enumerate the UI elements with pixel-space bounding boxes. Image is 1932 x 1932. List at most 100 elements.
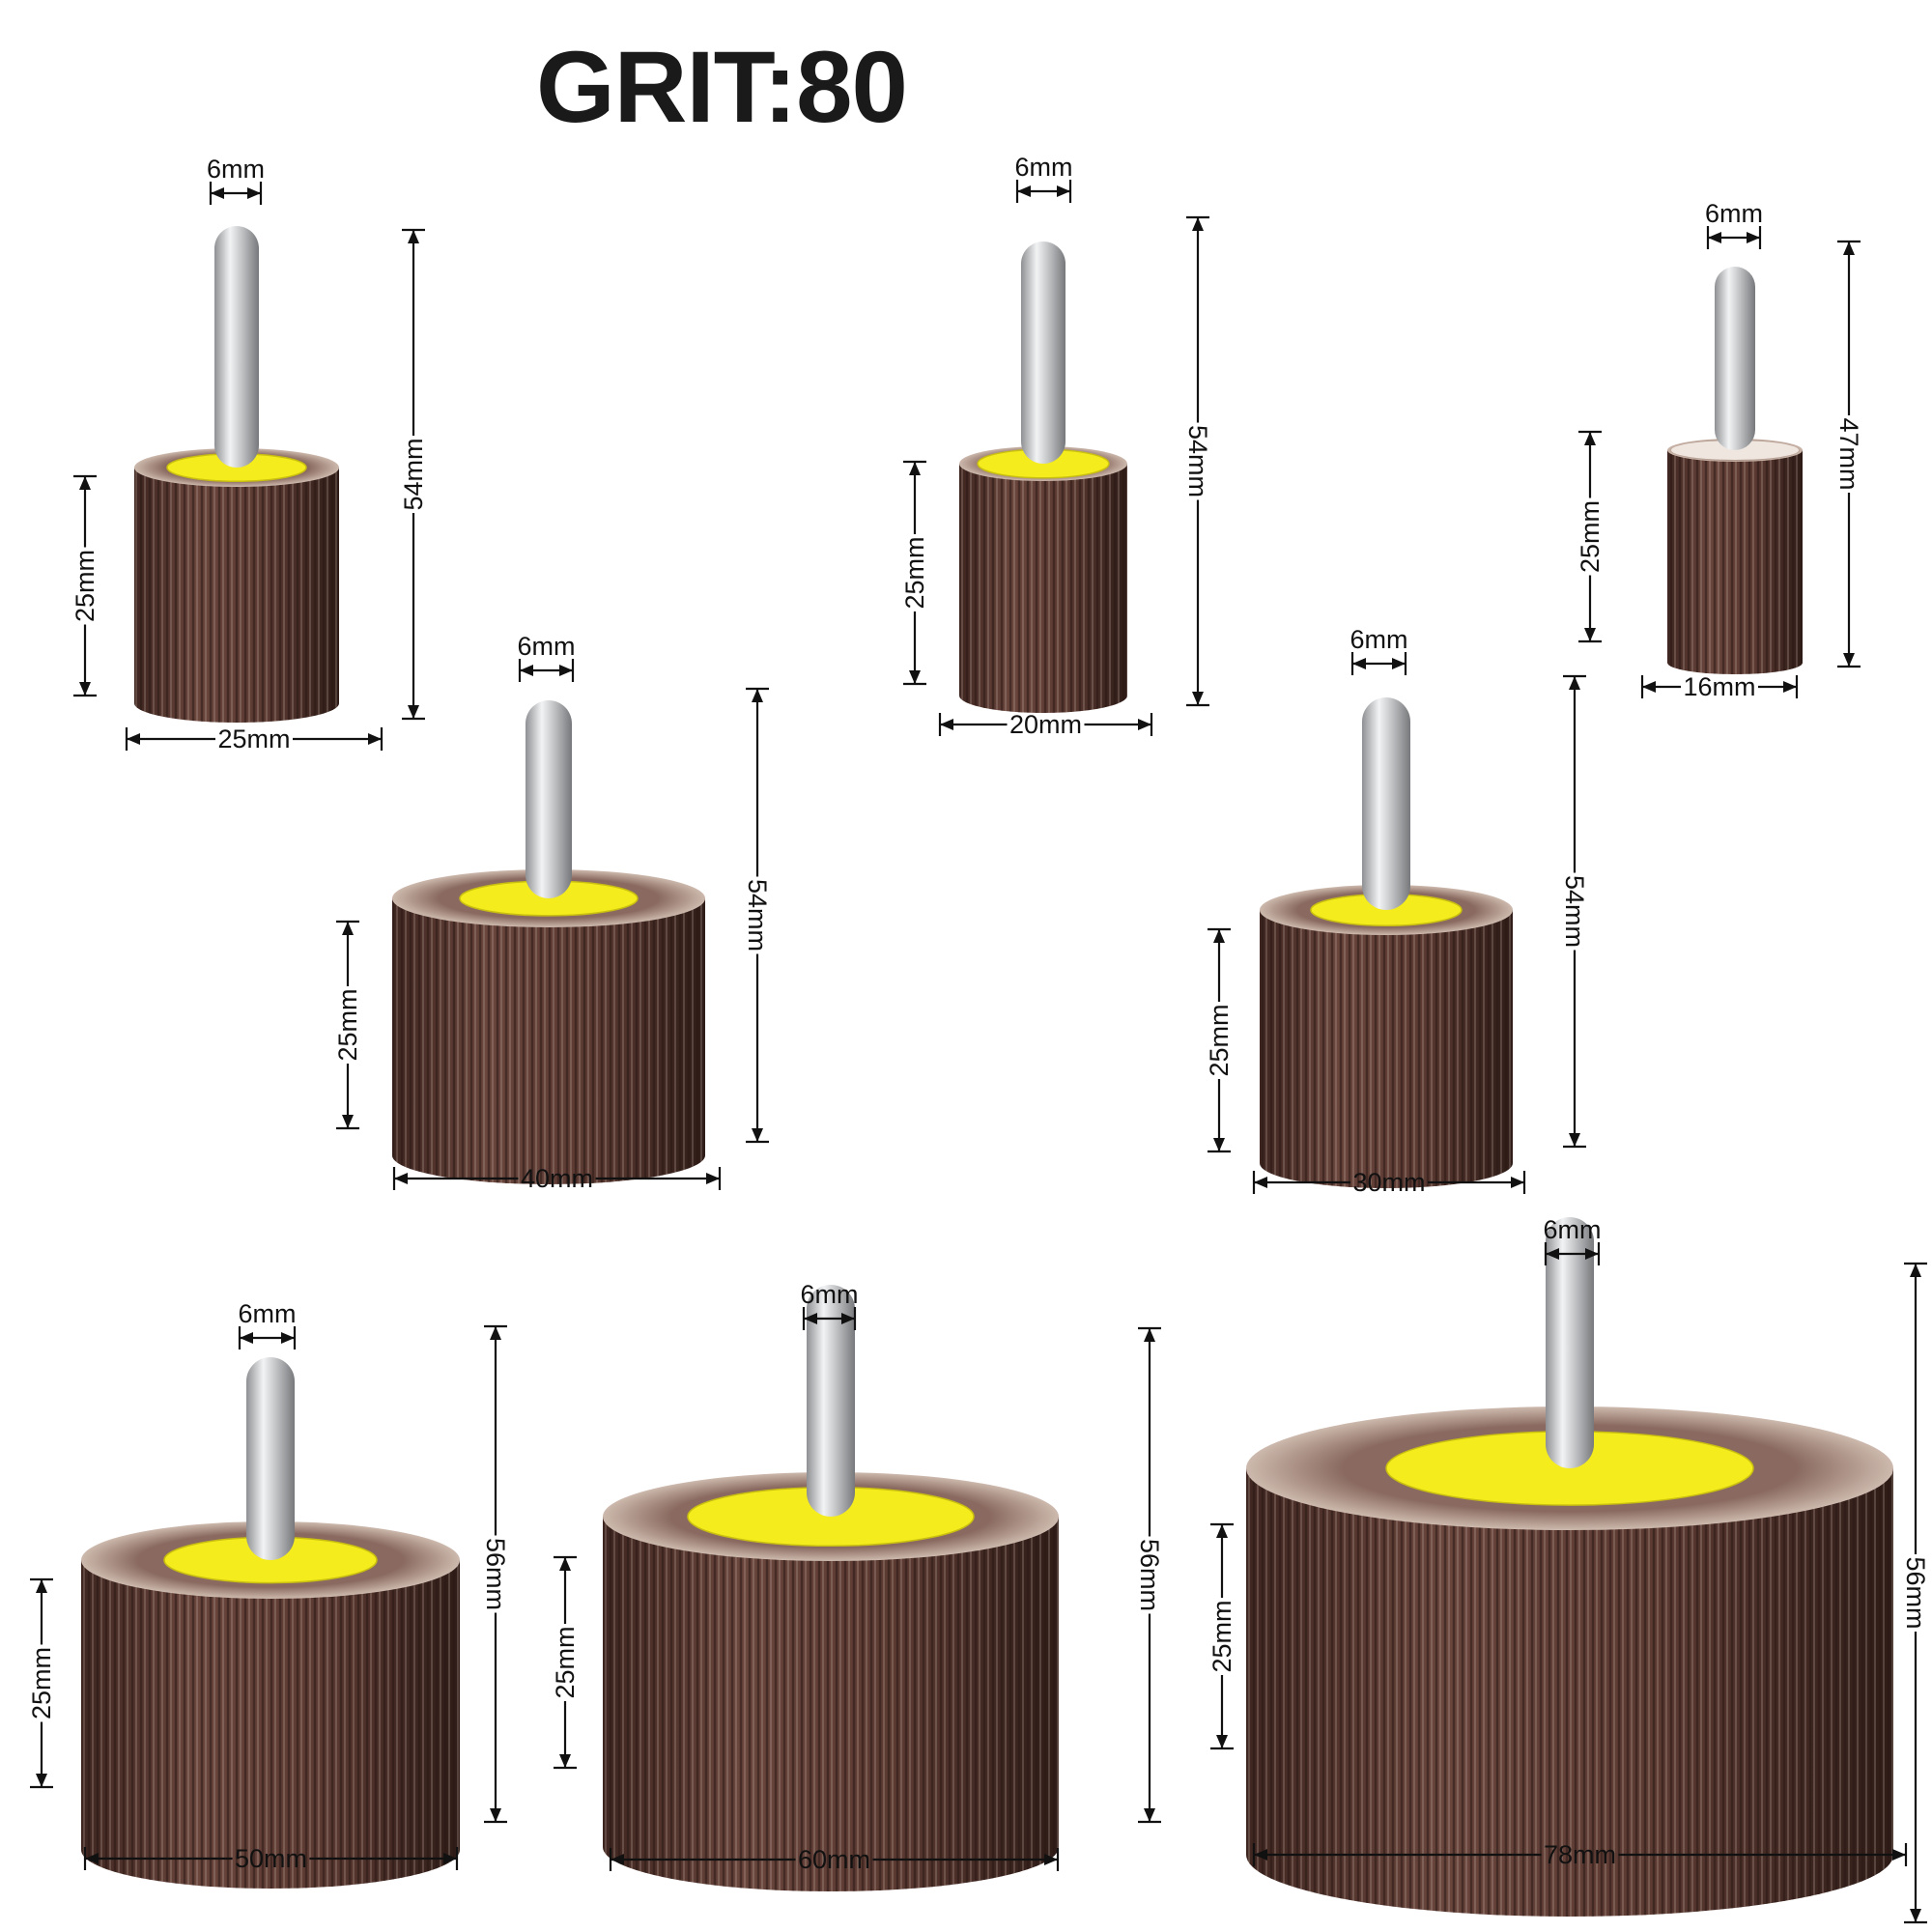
flap-wheel-50x25 — [81, 1357, 460, 1889]
diameter-dim-50x25: 50mm — [83, 1844, 459, 1873]
length-dim-50x25: 56mm — [481, 1324, 510, 1824]
dim-arrow — [1642, 681, 1656, 693]
dim-label: 78mm — [1544, 1840, 1616, 1869]
shaft-dim-40x25: 6mm — [518, 632, 576, 682]
dim-label: 6mm — [518, 632, 576, 661]
dim-arrow — [36, 1774, 47, 1787]
dim-arrow — [1254, 1177, 1267, 1188]
dim-label: 25mm — [1208, 1600, 1236, 1672]
shaft-dim-78x25: 6mm — [1544, 1215, 1602, 1265]
abrasive-flaps — [959, 464, 1127, 713]
dim-label: 6mm — [207, 155, 265, 184]
dim-arrow — [1584, 628, 1596, 641]
dim-arrow — [342, 1115, 354, 1128]
height-dim-50x25: 25mm — [27, 1577, 56, 1789]
dim-label: 6mm — [239, 1299, 297, 1328]
dim-arrow — [1584, 432, 1596, 445]
dim-arrow — [706, 1173, 720, 1184]
dim-arrow — [752, 1128, 763, 1142]
flap-wheel-30x25 — [1260, 697, 1513, 1188]
dim-arrow — [1910, 1264, 1921, 1277]
diameter-dim-40x25: 40mm — [392, 1164, 722, 1193]
dim-arrow — [1216, 1524, 1228, 1538]
dim-arrow — [211, 187, 224, 199]
dim-arrow — [1044, 1854, 1058, 1865]
dim-arrow — [611, 1854, 624, 1865]
dim-arrow — [1747, 232, 1760, 243]
dim-label: 54mm — [1560, 875, 1589, 948]
length-dim-25x25: 54mm — [399, 228, 428, 721]
dim-label: 47mm — [1834, 417, 1863, 490]
shaft — [807, 1285, 855, 1517]
length-dim-78x25: 56mm — [1901, 1262, 1930, 1924]
shaft-dim-16x25: 6mm — [1705, 199, 1763, 249]
shaft — [246, 1357, 295, 1560]
dim-arrow — [79, 476, 91, 490]
shaft-dim-50x25: 6mm — [239, 1299, 297, 1350]
dim-arrow — [520, 665, 533, 676]
dim-label: 25mm — [71, 550, 99, 622]
dim-arrow — [1783, 681, 1797, 693]
dim-arrow — [841, 1313, 855, 1324]
dim-arrow — [1213, 1138, 1225, 1151]
dim-arrow — [36, 1579, 47, 1593]
dim-arrow — [1057, 185, 1070, 197]
grit-title: GRIT:80 — [536, 31, 908, 144]
dim-label: 25mm — [1205, 1004, 1234, 1076]
dim-arrow — [1216, 1735, 1228, 1748]
flap-wheel-60x25 — [603, 1285, 1059, 1891]
abrasive-flaps — [1667, 450, 1803, 674]
diameter-dim-60x25: 60mm — [609, 1845, 1060, 1874]
abrasive-flaps — [1260, 910, 1513, 1188]
dim-arrow — [1843, 242, 1855, 255]
dim-arrow — [1192, 692, 1204, 705]
dim-label: 16mm — [1683, 672, 1755, 701]
dim-arrow — [1843, 653, 1855, 667]
dim-label: 6mm — [1015, 153, 1073, 182]
length-dim-16x25: 47mm — [1834, 240, 1863, 668]
dim-label: 60mm — [798, 1845, 870, 1874]
length-dim-60x25: 56mm — [1135, 1326, 1164, 1824]
dim-arrow — [1138, 719, 1151, 730]
dim-arrow — [1511, 1177, 1524, 1188]
shaft-dim-60x25: 6mm — [801, 1280, 859, 1330]
shaft — [1021, 242, 1065, 464]
dim-arrow — [1392, 658, 1406, 669]
dim-arrow — [1569, 676, 1580, 690]
dim-arrow — [281, 1332, 295, 1344]
dim-arrow — [1585, 1248, 1599, 1260]
dim-label: 25mm — [217, 724, 290, 753]
diameter-dim-25x25: 25mm — [125, 724, 384, 753]
height-dim-60x25: 25mm — [551, 1555, 580, 1770]
shaft — [526, 700, 572, 898]
dim-arrow — [394, 1173, 408, 1184]
diameter-dim-78x25: 78mm — [1252, 1840, 1908, 1869]
dim-label: 40mm — [521, 1164, 593, 1193]
dim-arrow — [1017, 185, 1031, 197]
dim-arrow — [342, 922, 354, 935]
dim-label: 25mm — [900, 536, 929, 609]
dim-arrow — [240, 1332, 253, 1344]
dim-label: 30mm — [1352, 1168, 1425, 1197]
dim-arrow — [559, 1754, 571, 1768]
height-dim-78x25: 25mm — [1208, 1522, 1236, 1750]
dim-arrow — [909, 670, 921, 684]
dim-arrow — [368, 733, 382, 745]
length-dim-20x25: 54mm — [1183, 215, 1212, 707]
dim-label: 6mm — [1705, 199, 1763, 228]
length-dim-40x25: 54mm — [743, 687, 772, 1144]
dim-arrow — [559, 665, 573, 676]
dim-arrow — [443, 1853, 457, 1864]
abrasive-flaps — [134, 468, 339, 723]
dim-label: 6mm — [1350, 625, 1408, 654]
dim-arrow — [1192, 217, 1204, 231]
dim-label: 25mm — [27, 1647, 56, 1719]
shaft — [214, 226, 259, 468]
dim-arrow — [490, 1326, 501, 1340]
dim-label: 6mm — [801, 1280, 859, 1309]
dim-arrow — [940, 719, 953, 730]
flap-wheel-40x25 — [392, 700, 705, 1184]
dim-label: 54mm — [743, 879, 772, 952]
dim-label: 25mm — [333, 988, 362, 1061]
dim-label: 25mm — [1576, 500, 1605, 573]
